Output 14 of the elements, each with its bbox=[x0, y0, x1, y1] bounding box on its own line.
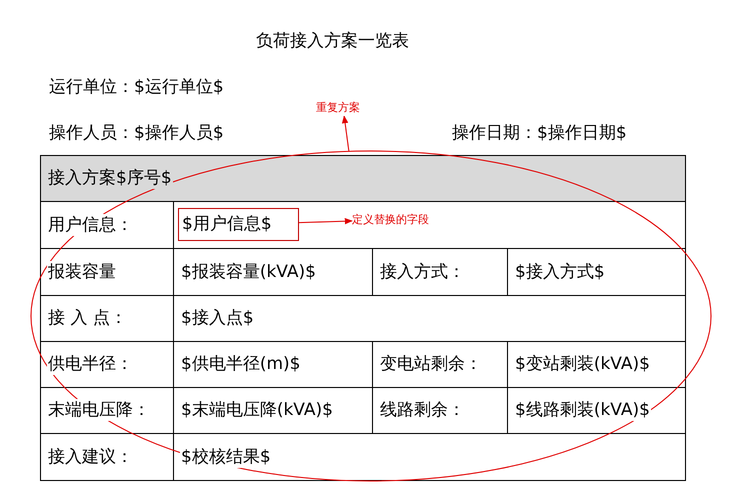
field-text: $校核结果$ bbox=[180, 446, 272, 468]
page-title: 负荷接入方案一览表 bbox=[256, 30, 409, 52]
highlighted-field: $用户信息$ bbox=[178, 208, 299, 241]
arrow bbox=[342, 115, 350, 152]
field-text: $接入点$ bbox=[180, 307, 255, 329]
field-text: $接入方式$ bbox=[514, 260, 606, 282]
field-text: $线路剩装(kVA)$ bbox=[514, 399, 651, 421]
form-line: 操作日期：$操作日期$ bbox=[452, 122, 627, 144]
form-line: 操作人员：$操作人员$ bbox=[49, 122, 224, 144]
arrow bbox=[298, 218, 353, 224]
form-line: 运行单位：$运行单位$ bbox=[49, 76, 224, 98]
table-heading: 接入方案$序号$ bbox=[47, 167, 173, 189]
field-text: 报装容量 bbox=[47, 260, 117, 282]
field-text: $报装容量(kVA)$ bbox=[180, 260, 317, 282]
